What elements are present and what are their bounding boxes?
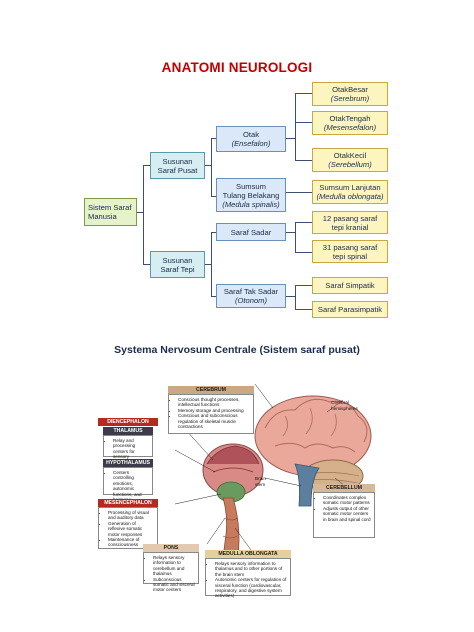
mesencephalon-panel: Processing of visual and auditory data G… [98, 507, 158, 549]
section-subtitle: Systema Nervosum Centrale (Sistem saraf … [114, 344, 360, 356]
thalamus-header: THALAMUS [103, 427, 153, 435]
mesencephalon-header: MESENCEPHALON [98, 499, 158, 507]
hypothalamus-header: HYPOTHALAMUS [103, 459, 153, 467]
node-susunan-saraf-tepi: Susunan Saraf Tepi [150, 251, 205, 278]
node-sistem-saraf-manusia: Sistem Saraf Manusia [84, 198, 137, 226]
pons-header: PONS [143, 544, 199, 552]
node-sumsum-tulang-belakang: Sumsum Tulang Belakang (Medula spinalis) [216, 178, 286, 212]
brain-anatomy-figure: CEREBRUM Conscious thought processes, in… [95, 368, 380, 600]
pons-panel: Relays sensory information to cerebellum… [143, 552, 199, 592]
node-saraf-kranial: 12 pasang saraf tepi kranial [312, 211, 388, 234]
cerebellum-panel: Coordinates complex somatic motor patter… [313, 492, 375, 538]
hypothalamus-panel: Centers controlling emotions, autonomic … [103, 467, 153, 507]
node-otak-kecil: OtakKecil (Serebellum) [312, 148, 388, 172]
medulla-header: MEDULLA OBLONGATA [205, 550, 291, 558]
cerebrum-panel: Conscious thought processes, intellectua… [168, 394, 254, 434]
sagittal-section-drawing [202, 443, 264, 579]
node-saraf-simpatik: Saraf Simpatik [312, 277, 388, 294]
node-saraf-sadar: Saraf Sadar [216, 223, 286, 241]
node-otak-tengah: OtakTengah (Mesensefalon) [312, 111, 388, 135]
node-susunan-saraf-pusat: Susunan Saraf Pusat [150, 152, 205, 179]
node-otak-besar: OtakBesar (Serebrum) [312, 82, 388, 106]
cerebral-hemispheres-label: Cerebral hemispheres [331, 400, 358, 411]
medulla-panel: Relays sensory information to thalamus a… [205, 558, 291, 598]
thalamus-panel: Relay and processing centers for sensory… [103, 435, 153, 465]
node-saraf-parasimpatik: Saraf Parasimpatik [312, 301, 388, 318]
page-title: ANATOMI NEUROLOGI [161, 60, 313, 75]
cerebellum-header: CEREBELLUM [313, 484, 375, 492]
node-otak: Otak (Ensefalon) [216, 126, 286, 152]
brain-illustration [174, 383, 372, 579]
node-saraf-spinal: 31 pasang saraf tepi spinal [312, 240, 388, 263]
node-sumsum-lanjutan: Sumsum Lanjutan (Medulla oblongata) [312, 180, 388, 204]
brain-stem-label: Brain stem [255, 476, 266, 487]
diencephalon-header: DIENCEPHALON [98, 418, 158, 426]
cerebrum-header: CEREBRUM [168, 386, 254, 394]
node-saraf-tak-sadar: Saraf Tak Sadar (Otonom) [216, 284, 286, 308]
